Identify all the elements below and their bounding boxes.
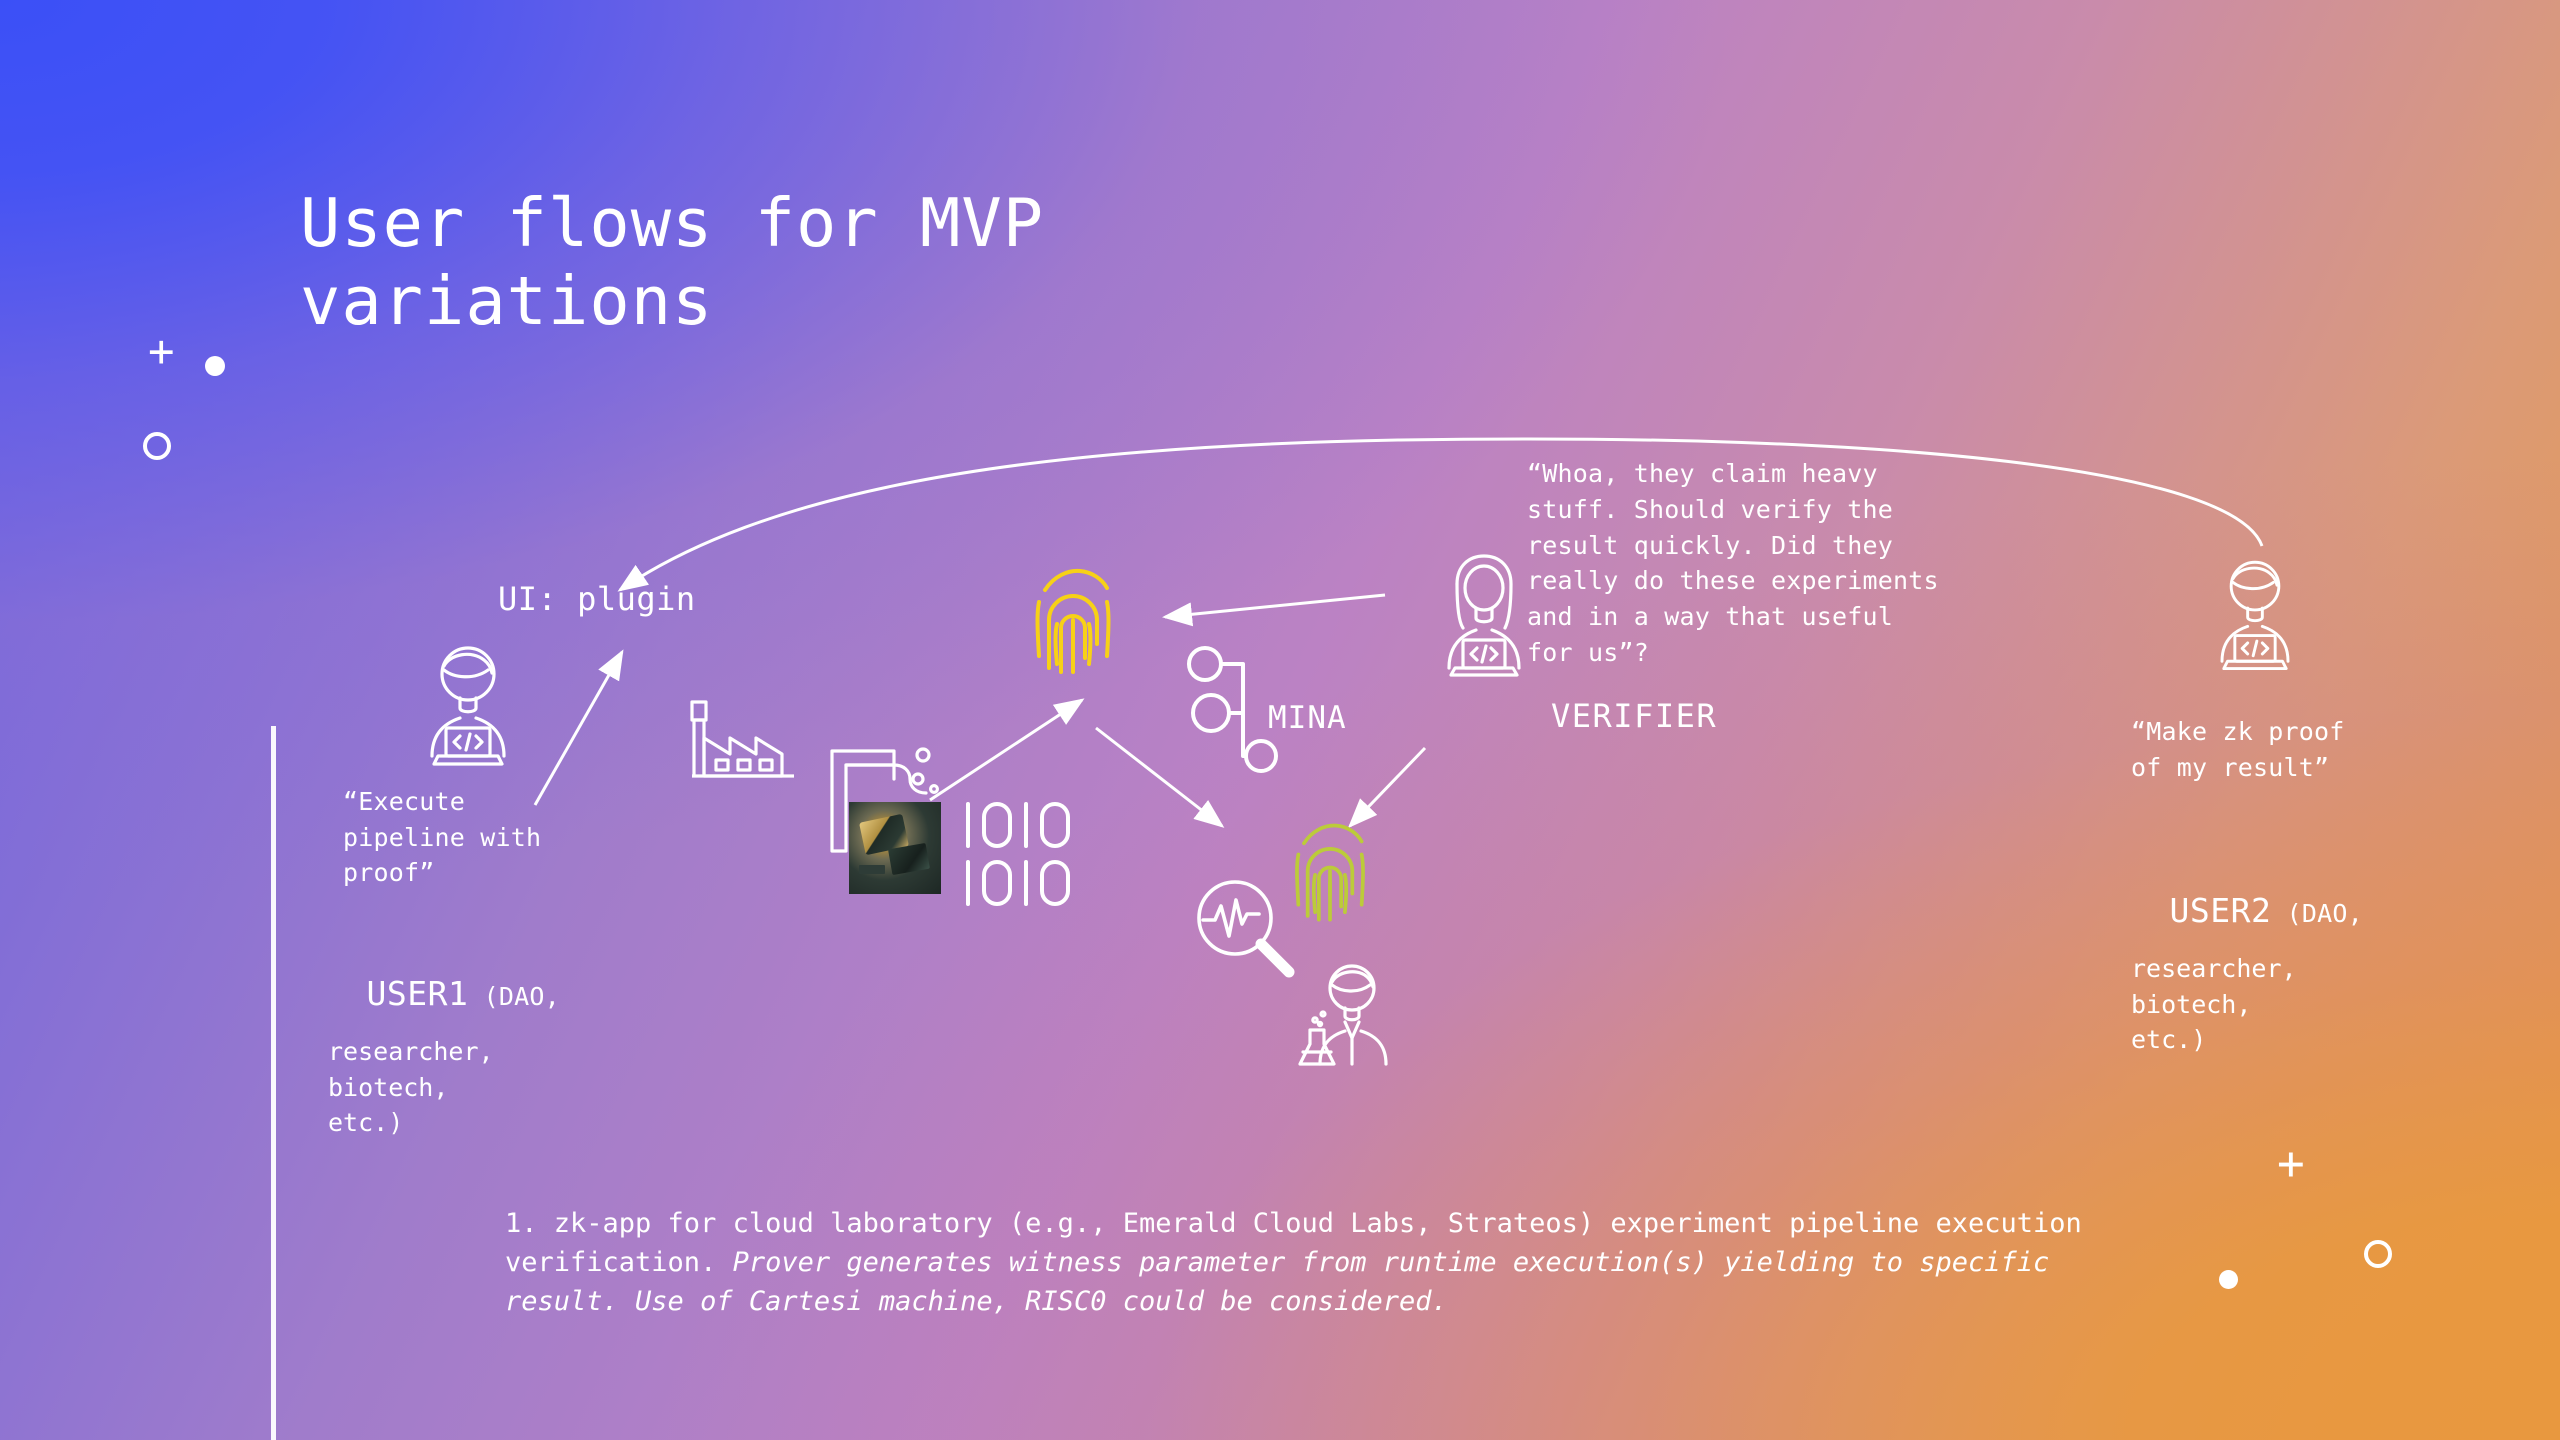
fingerprint-icon — [1295, 823, 1365, 922]
user1-paren: (DAO, — [468, 982, 560, 1011]
quote-make-zk-proof: “Make zk proof of my result” — [2131, 717, 2345, 782]
magnifier-pulse-icon — [1197, 880, 1295, 978]
quote-verifier: “Whoa, they claim heavy stuff. Should ve… — [1527, 459, 1939, 667]
person-at-laptop-icon — [2220, 560, 2290, 671]
caption-italic: Prover generates witness parameter from … — [505, 1246, 2050, 1317]
microchip-photo — [849, 802, 941, 894]
plus-decoration-bottom-right: + — [2277, 1136, 2305, 1190]
person-at-laptop-icon — [430, 646, 506, 766]
mina-label: MINA — [1268, 700, 1347, 736]
caption-block: 1. zk-app for cloud laboratory (e.g., Em… — [505, 1205, 2105, 1322]
verifier-label: VERIFIER — [1551, 697, 1718, 735]
title-line-1: User flows for MVP — [300, 184, 1045, 262]
plus-decoration-top-left: + — [148, 326, 175, 377]
user2-name: USER2 — [2169, 891, 2272, 930]
scientist-flask-icon — [1298, 964, 1388, 1066]
title-line-2: variations — [300, 261, 714, 340]
page-title: User flows for MVP variations — [300, 184, 1045, 340]
quote-execute-pipeline: “Execute pipeline with proof” — [343, 787, 542, 887]
code-brackets-icon — [830, 747, 939, 853]
binary-1010-icon — [966, 802, 1070, 906]
ui-plugin-label: UI: plugin — [498, 580, 696, 618]
node-graph-icon — [1187, 646, 1278, 773]
caption-roman: 1. zk-app for cloud laboratory (e.g., Em… — [505, 1208, 2082, 1278]
user1-roles: researcher, biotech, etc.) — [328, 1037, 494, 1137]
left-vertical-rule — [271, 726, 276, 1440]
user1-block: USER1 (DAO, researcher, biotech, etc.) — [328, 955, 560, 1179]
ring-decoration-bottom-right — [2364, 1240, 2392, 1268]
user2-block: USER2 (DAO, researcher, biotech, etc.) — [2131, 872, 2363, 1096]
user1-name: USER1 — [366, 974, 469, 1013]
factory-icon — [690, 700, 794, 778]
title-period-dot — [205, 356, 225, 376]
ring-decoration-top-left — [143, 432, 171, 460]
user2-paren: (DAO, — [2271, 899, 2363, 928]
fingerprint-icon — [1035, 568, 1111, 674]
dot-decoration-bottom-right — [2219, 1270, 2238, 1289]
woman-at-laptop-icon — [1447, 554, 1521, 677]
user2-roles: researcher, biotech, etc.) — [2131, 954, 2297, 1054]
